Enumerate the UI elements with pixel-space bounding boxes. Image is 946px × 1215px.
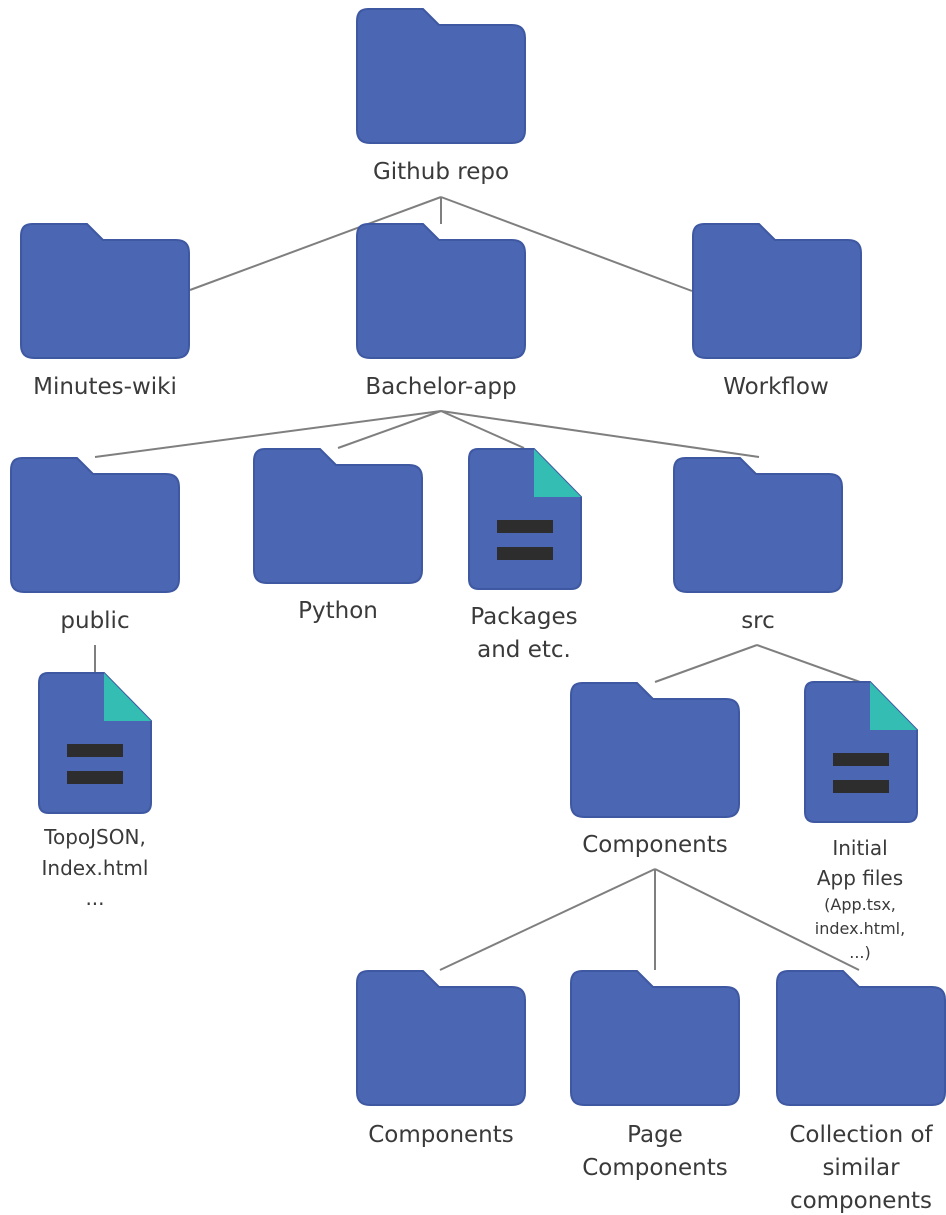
node-label-line: Packages — [470, 604, 577, 630]
node-components: Components — [570, 682, 740, 858]
node-label: Workflow — [723, 374, 829, 400]
folder-icon — [673, 457, 843, 593]
connector-lines — [94, 196, 861, 971]
node-label: Minutes-wiki — [33, 374, 177, 400]
node-sublabel-line: ...) — [849, 943, 871, 962]
node-topojson: TopoJSON, Index.html ... — [38, 672, 152, 910]
folder-icon — [692, 223, 862, 359]
folder-icon — [253, 448, 423, 584]
connector-line — [439, 868, 656, 971]
folder-icon — [356, 223, 526, 359]
node-label: Github repo — [373, 159, 509, 185]
node-github-repo: Github repo — [356, 8, 526, 185]
connector-line — [756, 644, 861, 683]
node-label-line: ... — [85, 886, 104, 910]
folder-icon — [356, 8, 526, 144]
folder-icon — [570, 682, 740, 818]
folder-icon — [570, 970, 740, 1106]
node-label-line: similar — [822, 1155, 900, 1181]
node-label: Components — [368, 1122, 514, 1148]
folder-icon — [356, 970, 526, 1106]
node-label-line: Page — [627, 1122, 683, 1148]
connector-line — [654, 644, 758, 683]
file-icon — [38, 672, 152, 814]
node-workflow: Workflow — [692, 223, 862, 400]
node-label-line: TopoJSON, — [43, 825, 146, 849]
connector-line — [94, 410, 442, 458]
node-label-line: and etc. — [477, 637, 571, 663]
folder-icon — [10, 457, 180, 593]
file-icon — [804, 681, 918, 823]
node-sublabel-line: index.html, — [815, 919, 905, 938]
connector-line — [189, 196, 442, 291]
node-packages: Packages and etc. — [468, 448, 582, 663]
node-python: Python — [253, 448, 423, 624]
connector-line — [440, 196, 693, 292]
node-label-line: components — [790, 1188, 932, 1214]
node-label: public — [60, 608, 129, 634]
node-src: src — [673, 457, 843, 634]
file-icon — [468, 448, 582, 590]
folder-icon — [20, 223, 190, 359]
connector-line — [440, 410, 760, 458]
connector-line — [440, 410, 525, 449]
connector-line — [654, 868, 860, 971]
node-page-components: Page Components — [570, 970, 740, 1181]
node-components-sub: Components — [356, 970, 526, 1148]
node-label: Python — [298, 598, 378, 624]
node-label-line: Initial — [832, 836, 887, 860]
node-public: public — [10, 457, 180, 634]
node-label-line: Collection of — [789, 1122, 933, 1148]
node-bachelor-app: Bachelor-app — [356, 223, 526, 400]
node-label-line: Index.html — [42, 856, 149, 880]
node-label: src — [741, 608, 775, 634]
connector-line — [337, 410, 442, 449]
folder-icon — [776, 970, 946, 1106]
node-minutes-wiki: Minutes-wiki — [20, 223, 190, 400]
node-label-line: App files — [817, 866, 903, 890]
node-label-line: Components — [582, 1155, 728, 1181]
node-label: Components — [582, 832, 728, 858]
node-label: Bachelor-app — [365, 374, 516, 400]
node-sublabel-line: (App.tsx, — [824, 895, 896, 914]
node-collection: Collection of similar components — [776, 970, 946, 1214]
node-initial-app-files: Initial App files (App.tsx, index.html, … — [804, 681, 918, 962]
